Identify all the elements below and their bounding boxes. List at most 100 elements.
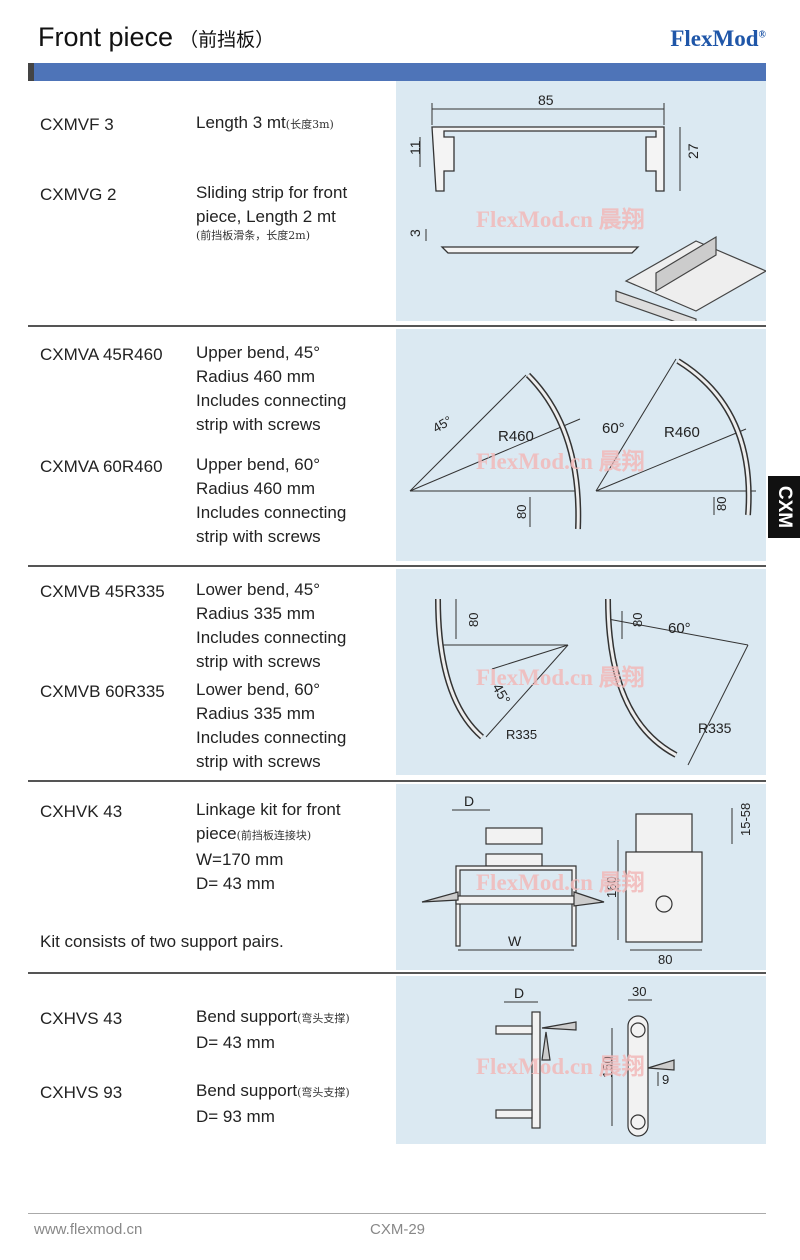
watermark: FlexMod.cn 晨翔: [476, 206, 645, 232]
product-code: CXHVK 43: [40, 802, 123, 821]
radius-label: R460: [498, 428, 534, 445]
product-code: CXHVS 93: [40, 1083, 123, 1102]
title-text: Front piece: [38, 22, 174, 52]
header-bar-accent: [28, 63, 34, 81]
desc-line: strip with screws: [196, 415, 321, 434]
drawing-panel: D W 15-58 160 80 FlexMod.cn 晨翔: [396, 784, 766, 970]
desc-line: piece: [196, 824, 237, 843]
desc-line: strip with screws: [196, 752, 321, 771]
height-label: 80: [466, 613, 481, 627]
page-number: CXM-29: [370, 1221, 426, 1238]
desc-note: (弯头支撑): [297, 1012, 350, 1025]
title-cn: （前挡板）: [179, 29, 275, 51]
upper-bend-drawing: 45° R460 80 60° R460 80 FlexMod.cn 晨翔: [409, 358, 756, 530]
profile-drawing: 85 11 27 3 FlexMod.cn 晨翔: [407, 92, 768, 330]
desc-note: (前挡板滑条，长度2m): [196, 229, 311, 242]
dim-d: D: [464, 793, 474, 809]
dim-right: 27: [685, 143, 701, 159]
drawing-panel: 45° R460 80 60° R460 80 FlexMod.cn 晨翔: [396, 329, 766, 561]
support-bar: [627, 1015, 649, 1137]
profile-3d-view: [615, 235, 768, 330]
drawing-panel: 85 11 27 3 FlexMod.cn 晨翔: [396, 81, 768, 330]
desc-line: Includes connecting: [196, 628, 347, 647]
dim-b: 80: [658, 952, 672, 967]
radius-label: R460: [664, 424, 700, 441]
product-code: CXMVF 3: [40, 115, 114, 134]
dim-h: 160: [604, 876, 619, 898]
desc-note: (弯头支撑): [297, 1086, 350, 1099]
watermark: FlexMod.cn 晨翔: [476, 1053, 645, 1079]
desc-line: Bend support: [196, 1007, 298, 1026]
side-tab-label: CXM: [774, 485, 796, 529]
desc-line: Radius 460 mm: [196, 367, 316, 386]
product-code: CXMVA 45R460: [40, 345, 163, 364]
section-divider: [28, 325, 766, 327]
product-code: CXMVG 2: [40, 185, 117, 204]
linkage-kit-drawing: D W 15-58 160 80 FlexMod.cn 晨翔: [421, 793, 753, 967]
angle-label: 60°: [602, 420, 625, 437]
desc-line: piece, Length 2 mt: [196, 207, 336, 226]
lower-bend-drawing: 80 45° R335 80 60° R335 FlexMod.cn 晨翔: [435, 598, 749, 766]
kit-bracket: [485, 827, 543, 845]
product-desc: Linkage kit for front piece(前挡板连接块) W=17…: [196, 798, 341, 896]
footer-url: www.flexmod.cn: [34, 1221, 143, 1238]
height-label: 80: [630, 613, 645, 627]
desc-line: strip with screws: [196, 652, 321, 671]
product-desc: Lower bend, 45° Radius 335 mm Includes c…: [196, 578, 346, 674]
product-code: CXMVB 60R335: [40, 682, 165, 701]
product-desc: Lower bend, 60° Radius 335 mm Includes c…: [196, 678, 346, 774]
desc-line: D= 93 mm: [196, 1107, 275, 1126]
desc-line: Includes connecting: [196, 391, 347, 410]
desc-line: Length 3 mt: [196, 113, 286, 132]
dim-strip: 3: [407, 229, 423, 237]
desc-line: Lower bend, 45°: [196, 580, 320, 599]
side-tab: CXM: [768, 476, 800, 538]
desc-line: Lower bend, 60°: [196, 680, 320, 699]
section-divider: [28, 780, 766, 782]
desc-line: Radius 460 mm: [196, 479, 316, 498]
desc-line: Radius 335 mm: [196, 704, 316, 723]
brand-logo: FlexMod®: [670, 26, 766, 52]
dim-s: 9: [662, 1072, 669, 1087]
bend-support-drawing: D 30 150 9 FlexMod.cn 晨翔: [476, 984, 675, 1137]
dim-width: 85: [538, 92, 554, 108]
dim-left: 11: [407, 140, 423, 155]
desc-line: D= 43 mm: [196, 874, 275, 893]
dim-range: 15-58: [738, 803, 753, 836]
desc-line: Includes connecting: [196, 503, 347, 522]
desc-line: Includes connecting: [196, 728, 347, 747]
drawing-panel: D 30 150 9 FlexMod.cn 晨翔: [396, 976, 766, 1144]
kit-footnote: Kit consists of two support pairs.: [40, 932, 284, 951]
dim-d: D: [514, 985, 524, 1001]
radius-label: R335: [698, 720, 732, 736]
product-desc: Bend support(弯头支撑) D= 93 mm: [196, 1079, 350, 1129]
desc-line: Linkage kit for front: [196, 800, 341, 819]
kit-side-plate: [635, 813, 693, 853]
radius-label: R335: [506, 727, 537, 742]
angle-label: 45°: [430, 413, 455, 436]
product-desc: Upper bend, 60° Radius 460 mm Includes c…: [196, 453, 346, 549]
height-label: 80: [514, 505, 529, 519]
desc-note: (长度3m): [285, 118, 334, 131]
sliding-strip-shape: [440, 246, 640, 254]
product-desc: Sliding strip for front piece, Length 2 …: [196, 181, 347, 243]
dim-h: 150: [600, 1056, 615, 1078]
section-divider: [28, 972, 766, 974]
desc-line: D= 43 mm: [196, 1033, 275, 1052]
height-label: 80: [714, 497, 729, 511]
section-divider: [28, 565, 766, 567]
page-title: Front piece（前挡板）: [38, 22, 274, 53]
product-code: CXMVA 60R460: [40, 457, 163, 476]
angle-label: 60°: [668, 620, 691, 637]
desc-note: (前挡板连接块): [236, 829, 312, 842]
drawing-panel: 80 45° R335 80 60° R335 FlexMod.cn 晨翔: [396, 569, 766, 775]
desc-line: Upper bend, 45°: [196, 343, 320, 362]
product-desc: Bend support(弯头支撑) D= 43 mm: [196, 1005, 350, 1055]
product-code: CXMVB 45R335: [40, 582, 165, 601]
desc-line: strip with screws: [196, 527, 321, 546]
support-plate: [531, 1011, 541, 1129]
profile-shape: [431, 126, 665, 192]
product-code: CXHVS 43: [40, 1009, 123, 1028]
desc-line: Radius 335 mm: [196, 604, 316, 623]
desc-line: Upper bend, 60°: [196, 455, 320, 474]
